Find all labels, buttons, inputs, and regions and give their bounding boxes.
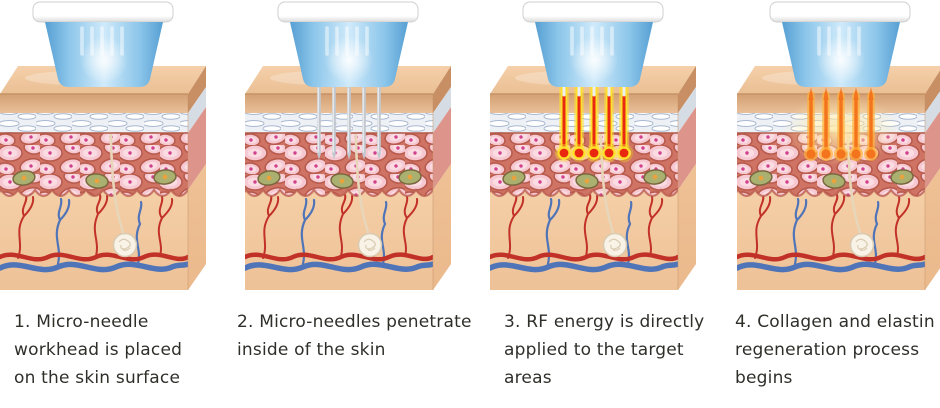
stage-caption-3: 3. RF energy is directly applied to the … bbox=[504, 312, 705, 388]
stage-caption-1: 1. Micro-needle workhead is placed on th… bbox=[14, 312, 183, 388]
blood-vessels bbox=[0, 194, 191, 273]
sebaceous-gland bbox=[85, 173, 109, 189]
blood-vessels bbox=[737, 194, 928, 273]
blood-vessels bbox=[245, 194, 436, 273]
stage-caption-2: 2. Micro-needles penetrate inside of the… bbox=[237, 312, 472, 360]
microneedle-workhead bbox=[277, 1, 419, 87]
stage-panel-1: 1. Micro-needle workhead is placed on th… bbox=[0, 0, 235, 408]
hair-follicle bbox=[844, 92, 875, 258]
illustration-stage-3 bbox=[490, 0, 705, 300]
sebaceous-gland bbox=[153, 169, 177, 185]
skin-cross-section-stage-4 bbox=[737, 1, 940, 290]
sebaceous-gland bbox=[749, 170, 773, 186]
sebaceous-gland bbox=[257, 170, 281, 186]
sebaceous-gland bbox=[330, 173, 354, 189]
sebaceous-gland bbox=[502, 170, 526, 186]
skin-cross-section-stage-1 bbox=[0, 1, 206, 290]
stage-panel-3: 3. RF energy is directly applied to the … bbox=[470, 0, 705, 408]
illustration-stage-2 bbox=[245, 0, 470, 300]
needles bbox=[783, 87, 899, 166]
sebaceous-gland bbox=[822, 173, 846, 189]
blood-vessels bbox=[490, 194, 681, 273]
illustration-stage-1 bbox=[0, 0, 235, 300]
skin-block bbox=[0, 66, 206, 290]
sebaceous-gland bbox=[398, 169, 422, 185]
needles bbox=[555, 82, 633, 162]
stage-panel-2: 2. Micro-needles penetrate inside of the… bbox=[235, 0, 472, 408]
skin-block bbox=[490, 66, 696, 290]
sebaceous-gland bbox=[890, 169, 914, 185]
skin-cross-section-stage-3 bbox=[490, 1, 696, 290]
microneedle-workhead bbox=[769, 1, 911, 87]
skin-cross-section-stage-2 bbox=[245, 1, 451, 290]
stage-panel-4: 4. Collagen and elastin regeneration pro… bbox=[705, 0, 940, 408]
sebaceous-gland bbox=[12, 170, 36, 186]
illustration-stage-4 bbox=[737, 0, 940, 300]
sebaceous-gland bbox=[643, 169, 667, 185]
stage-caption-4: 4. Collagen and elastin regeneration pro… bbox=[735, 312, 935, 388]
microneedle-workhead bbox=[32, 1, 174, 87]
needles bbox=[317, 85, 381, 160]
skin-block bbox=[245, 66, 451, 290]
sebaceous-gland bbox=[575, 173, 599, 189]
microneedle-workhead bbox=[522, 1, 664, 87]
